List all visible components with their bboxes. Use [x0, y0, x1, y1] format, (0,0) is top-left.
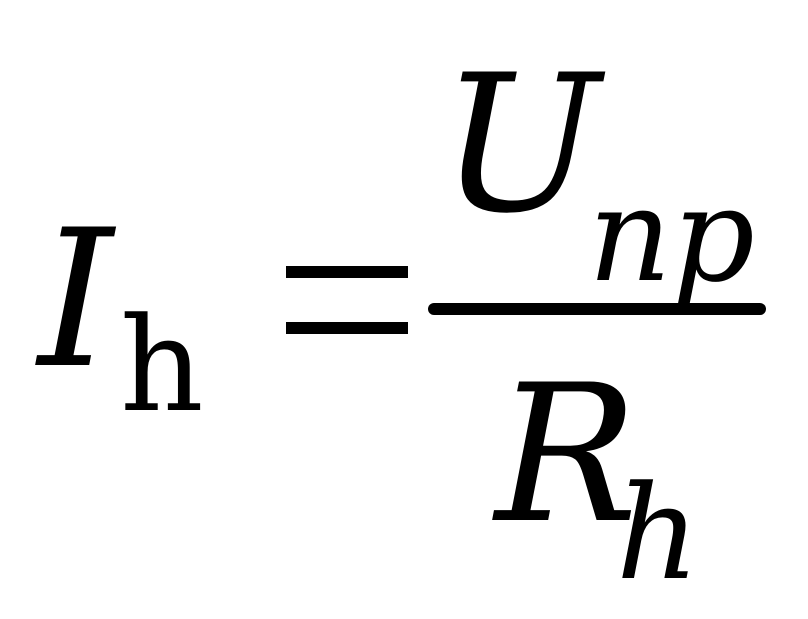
numerator-symbol: U: [440, 34, 601, 255]
denominator-symbol: R: [495, 344, 639, 565]
lhs-symbol: I: [38, 189, 114, 410]
fraction-bar: [428, 303, 766, 315]
equals-bar-bottom: [286, 322, 408, 334]
denominator-subscript: h: [616, 457, 700, 609]
equals-bar-top: [286, 266, 408, 278]
numerator-subscript: np: [588, 159, 755, 311]
lhs-subscript: h: [120, 289, 204, 441]
equals-sign: [286, 266, 408, 334]
